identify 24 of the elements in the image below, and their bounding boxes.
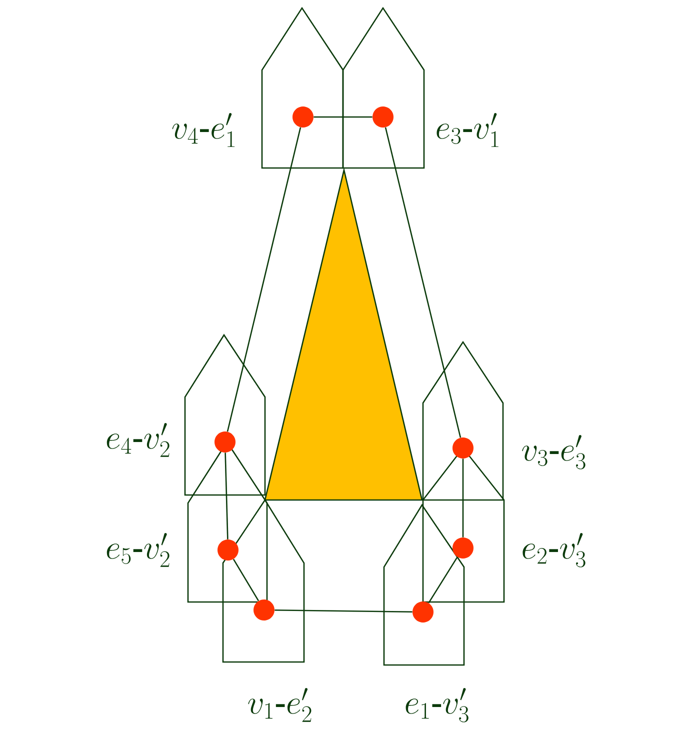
- dot: [254, 600, 274, 620]
- vertex-label: $e_1\mbox{\bfseries -}v_3'$: [406, 688, 468, 722]
- vertex-label: $v_3\mbox{\bfseries -}e_3'$: [522, 435, 586, 470]
- vertex-label: $v_4\mbox{\bfseries -}e_1'$: [172, 113, 235, 147]
- vertex-label: $e_2\mbox{\bfseries -}v_3'$: [522, 533, 586, 568]
- connector-line: [224, 452, 228, 540]
- connector-line: [428, 556, 458, 604]
- vertex-label: $e_5\mbox{\bfseries -}v_2'$: [106, 533, 170, 567]
- connector-line: [232, 558, 260, 602]
- connector-line: [462, 458, 464, 538]
- connector-line: [226, 127, 302, 432]
- vertex-label: $e_3\mbox{\bfseries -}v_1'$: [436, 113, 498, 147]
- connector-line: [274, 609, 412, 613]
- dot: [372, 106, 394, 128]
- vertex-label: $e_4\mbox{\bfseries -}v_2'$: [106, 423, 170, 457]
- dot: [452, 438, 474, 458]
- vertex-label: $v_1\mbox{\bfseries -}e_2'$: [248, 688, 312, 722]
- connector-line: [314, 116, 372, 118]
- dot: [292, 106, 314, 128]
- dot: [214, 432, 236, 452]
- dot: [412, 602, 434, 622]
- dot: [452, 538, 474, 558]
- dot: [218, 540, 238, 560]
- connector-line: [384, 127, 462, 438]
